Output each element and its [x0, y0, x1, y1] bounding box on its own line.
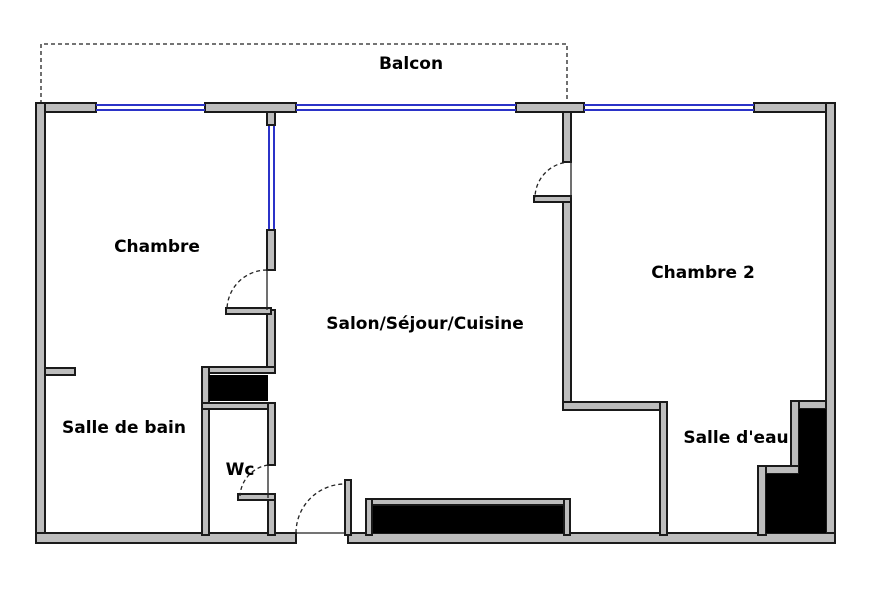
interior-walls [44, 111, 827, 536]
room-label-salle-deau: Salle d'eau [683, 428, 788, 448]
fixtures [209, 375, 826, 536]
room-label-salle-de-bain: Salle de bain [62, 418, 186, 438]
balcony-outline [40, 43, 568, 104]
room-label-wc: Wc [226, 460, 255, 480]
shower-block [766, 409, 826, 533]
room-label-chambre: Chambre [114, 237, 200, 257]
room-label-chambre-2: Chambre 2 [651, 263, 755, 283]
doors [226, 161, 572, 534]
exterior-walls [35, 102, 836, 544]
room-label-balcon: Balcon [379, 54, 443, 74]
room-label-sejour: Salon/Séjour/Cuisine [326, 314, 524, 334]
windows [96, 104, 754, 230]
bathroom-cabinet [209, 375, 268, 401]
